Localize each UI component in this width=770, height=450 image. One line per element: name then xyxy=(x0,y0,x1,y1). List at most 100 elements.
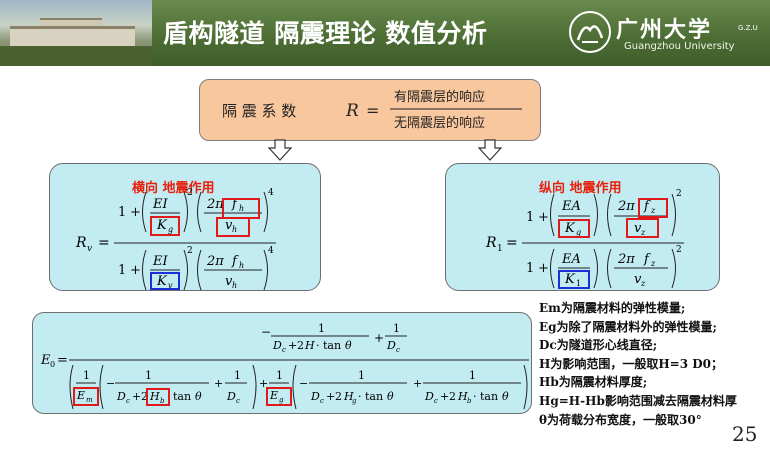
svg-text:1: 1 xyxy=(576,279,581,288)
note-line: Hg=H-Hb影响范围减去隔震材料厚 xyxy=(539,393,737,408)
longitudinal-title: 纵向 地震作用 xyxy=(539,181,622,196)
svg-text:h: h xyxy=(232,225,237,234)
svg-text:D: D xyxy=(272,339,282,352)
transverse-panel: 横向 地震作用 R v = 1 + EI K g 2 2π f h v h 4 … xyxy=(49,163,321,291)
svg-text:+: + xyxy=(326,390,335,403)
svg-text:tan: tan xyxy=(323,339,341,352)
svg-text:+: + xyxy=(130,263,141,278)
note-line: H为影响范围，一般取H=3 D0； xyxy=(539,356,724,371)
svg-text:EA: EA xyxy=(561,199,581,214)
ratio-equals: = xyxy=(366,101,379,120)
fz-highlight xyxy=(638,198,668,218)
svg-text:v: v xyxy=(225,274,233,289)
svg-text:f: f xyxy=(231,197,239,212)
svg-text:−: − xyxy=(106,377,115,390)
svg-text:D: D xyxy=(424,390,434,403)
svg-text:z: z xyxy=(640,228,646,237)
svg-text:h: h xyxy=(232,281,237,290)
ratio-numerator: 有隔震层的响应 xyxy=(394,89,485,105)
svg-text:=: = xyxy=(57,353,68,368)
svg-text:H: H xyxy=(304,339,315,352)
svg-text:+: + xyxy=(130,205,141,220)
svg-text:2: 2 xyxy=(187,188,193,198)
svg-text:−: − xyxy=(261,325,271,339)
note-line: θ为荷载分布宽度，一般取30° xyxy=(539,412,702,427)
svg-text:+: + xyxy=(374,331,384,345)
variable-notes: Em为隔震材料的弹性模量; Eg为除了隔震材料外的弹性模量; Dc为隧道形心线直… xyxy=(539,299,770,429)
svg-text:f: f xyxy=(643,199,651,214)
logo-badge: G.Z.U xyxy=(738,24,758,32)
university-emblem-icon xyxy=(569,11,611,53)
svg-text:g: g xyxy=(352,397,357,405)
down-arrow-icon xyxy=(478,139,502,161)
svg-text:E: E xyxy=(40,353,51,368)
svg-text:tan: tan xyxy=(365,390,383,403)
note-line: Em为隔震材料的弹性模量; xyxy=(539,301,686,315)
svg-text:2: 2 xyxy=(141,390,148,403)
ratio-symbol: R xyxy=(345,101,359,121)
svg-text:+: + xyxy=(132,390,141,403)
kv-highlight xyxy=(150,272,180,290)
svg-text:H: H xyxy=(343,390,354,403)
svg-text:+: + xyxy=(538,210,549,225)
svg-text:f: f xyxy=(231,254,239,269)
svg-text:K: K xyxy=(564,221,576,236)
svg-text:z: z xyxy=(650,206,656,215)
svg-text:1: 1 xyxy=(526,261,534,276)
svg-text:h: h xyxy=(239,204,244,213)
svg-text:E: E xyxy=(76,389,85,402)
equivalent-modulus-formula: E 0 = − 1 D c + 2 H · tan θ + 1 D c 1 E … xyxy=(40,322,529,410)
svg-text:2π: 2π xyxy=(206,197,224,212)
svg-text:2: 2 xyxy=(335,390,342,403)
em-highlight xyxy=(73,387,99,406)
vz-highlight xyxy=(626,218,659,238)
svg-text:v: v xyxy=(634,272,642,287)
svg-text:D: D xyxy=(386,339,396,352)
note-line: Dc为隧道形心线直径; xyxy=(539,338,658,353)
svg-text:tan: tan xyxy=(173,390,191,403)
k1-highlight xyxy=(558,270,590,289)
svg-text:R: R xyxy=(485,235,497,251)
logo-english-name: Guangzhou University xyxy=(624,41,735,52)
svg-text:1: 1 xyxy=(469,369,476,382)
svg-text:=: = xyxy=(98,235,110,251)
longitudinal-panel: 纵向 地震作用 R 1 = 1 + EA K g 2π f z v z 2 1 … xyxy=(445,163,720,291)
svg-text:1: 1 xyxy=(83,369,90,382)
down-arrow-icon xyxy=(268,139,292,161)
equivalent-modulus-panel: E 0 = − 1 D c + 2 H · tan θ + 1 D c 1 E … xyxy=(32,312,532,414)
svg-text:H: H xyxy=(149,390,160,403)
svg-text:2: 2 xyxy=(449,390,456,403)
svg-text:+: + xyxy=(538,261,549,276)
svg-text:2: 2 xyxy=(676,189,682,199)
svg-text:1: 1 xyxy=(497,244,503,254)
svg-text:c: c xyxy=(396,346,400,354)
note-line: Eg为除了隔震材料外的弹性模量; xyxy=(539,319,717,334)
svg-text:b: b xyxy=(160,397,165,405)
svg-text:1: 1 xyxy=(393,322,400,335)
logo-chinese-name: 广州大学 xyxy=(616,18,713,43)
svg-text:EA: EA xyxy=(561,252,581,267)
svg-text:+: + xyxy=(259,377,268,390)
svg-text:1: 1 xyxy=(276,369,283,382)
svg-text:1: 1 xyxy=(118,205,126,220)
svg-text:c: c xyxy=(126,397,130,405)
svg-text:2π: 2π xyxy=(206,254,224,269)
svg-text:1: 1 xyxy=(526,210,534,225)
svg-text:D: D xyxy=(226,390,236,403)
svg-text:2: 2 xyxy=(297,339,304,352)
svg-text:·: · xyxy=(473,390,477,403)
svg-text:K: K xyxy=(156,274,168,289)
university-logo: 广州大学 G.Z.U Guangzhou University xyxy=(568,8,764,58)
svg-text:=: = xyxy=(506,235,518,251)
svg-text:2π: 2π xyxy=(617,252,635,267)
longitudinal-formula: R 1 = 1 + EA K g 2π f z v z 2 1 + EA K 1 xyxy=(485,189,684,289)
svg-text:K: K xyxy=(564,272,576,287)
kg-highlight xyxy=(150,216,180,236)
svg-text:1: 1 xyxy=(358,369,365,382)
svg-text:1: 1 xyxy=(118,263,126,278)
svg-text:EI: EI xyxy=(152,197,168,212)
svg-text:·: · xyxy=(316,339,320,352)
svg-text:·: · xyxy=(358,390,362,403)
svg-text:+: + xyxy=(440,390,449,403)
svg-text:D: D xyxy=(310,390,320,403)
